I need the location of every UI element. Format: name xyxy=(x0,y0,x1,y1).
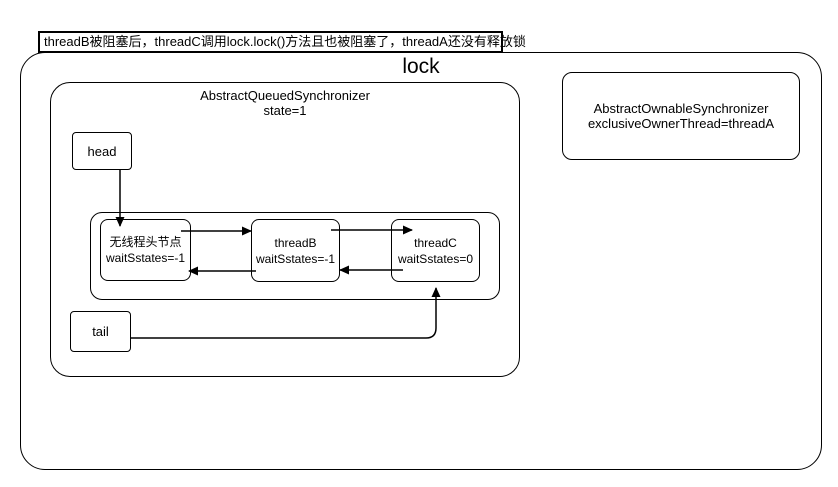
node-name: threadC xyxy=(414,235,457,250)
aqs-class-name: AbstractQueuedSynchronizer xyxy=(200,88,370,103)
node-wait-state: waitSstates=-1 xyxy=(105,251,186,265)
aos-class-name: AbstractOwnableSynchronizer xyxy=(593,101,769,116)
annotation-note: threadB被阻塞后，threadC调用lock.lock()方法且也被阻塞了… xyxy=(38,31,526,53)
lock-title: lock xyxy=(402,55,440,78)
tail-pointer-box: tail xyxy=(70,311,131,352)
annotation-note-text: threadB被阻塞后，threadC调用lock.lock()方法且也被阻塞了… xyxy=(44,34,526,49)
node-name: threadB xyxy=(274,235,317,250)
node-wait-state: waitSstates=-1 xyxy=(255,251,336,266)
queue-node-threadB: threadB waitSstates=-1 xyxy=(251,219,340,282)
aos-box: AbstractOwnableSynchronizer exclusiveOwn… xyxy=(562,72,800,160)
tail-pointer-label: tail xyxy=(92,324,109,339)
aos-owner-value: exclusiveOwnerThread=threadA xyxy=(587,116,775,131)
queue-node-dummy-head: 无线程头节点 waitSstates=-1 xyxy=(100,219,191,281)
head-pointer-box: head xyxy=(72,132,132,170)
aqs-state-value: state=1 xyxy=(263,103,307,118)
queue-node-threadC: threadC waitSstates=0 xyxy=(391,219,480,282)
head-pointer-label: head xyxy=(87,143,117,159)
aqs-header: AbstractQueuedSynchronizer state=1 xyxy=(50,88,520,118)
node-name: 无线程头节点 xyxy=(109,235,182,249)
node-wait-state: waitSstates=0 xyxy=(397,251,474,266)
